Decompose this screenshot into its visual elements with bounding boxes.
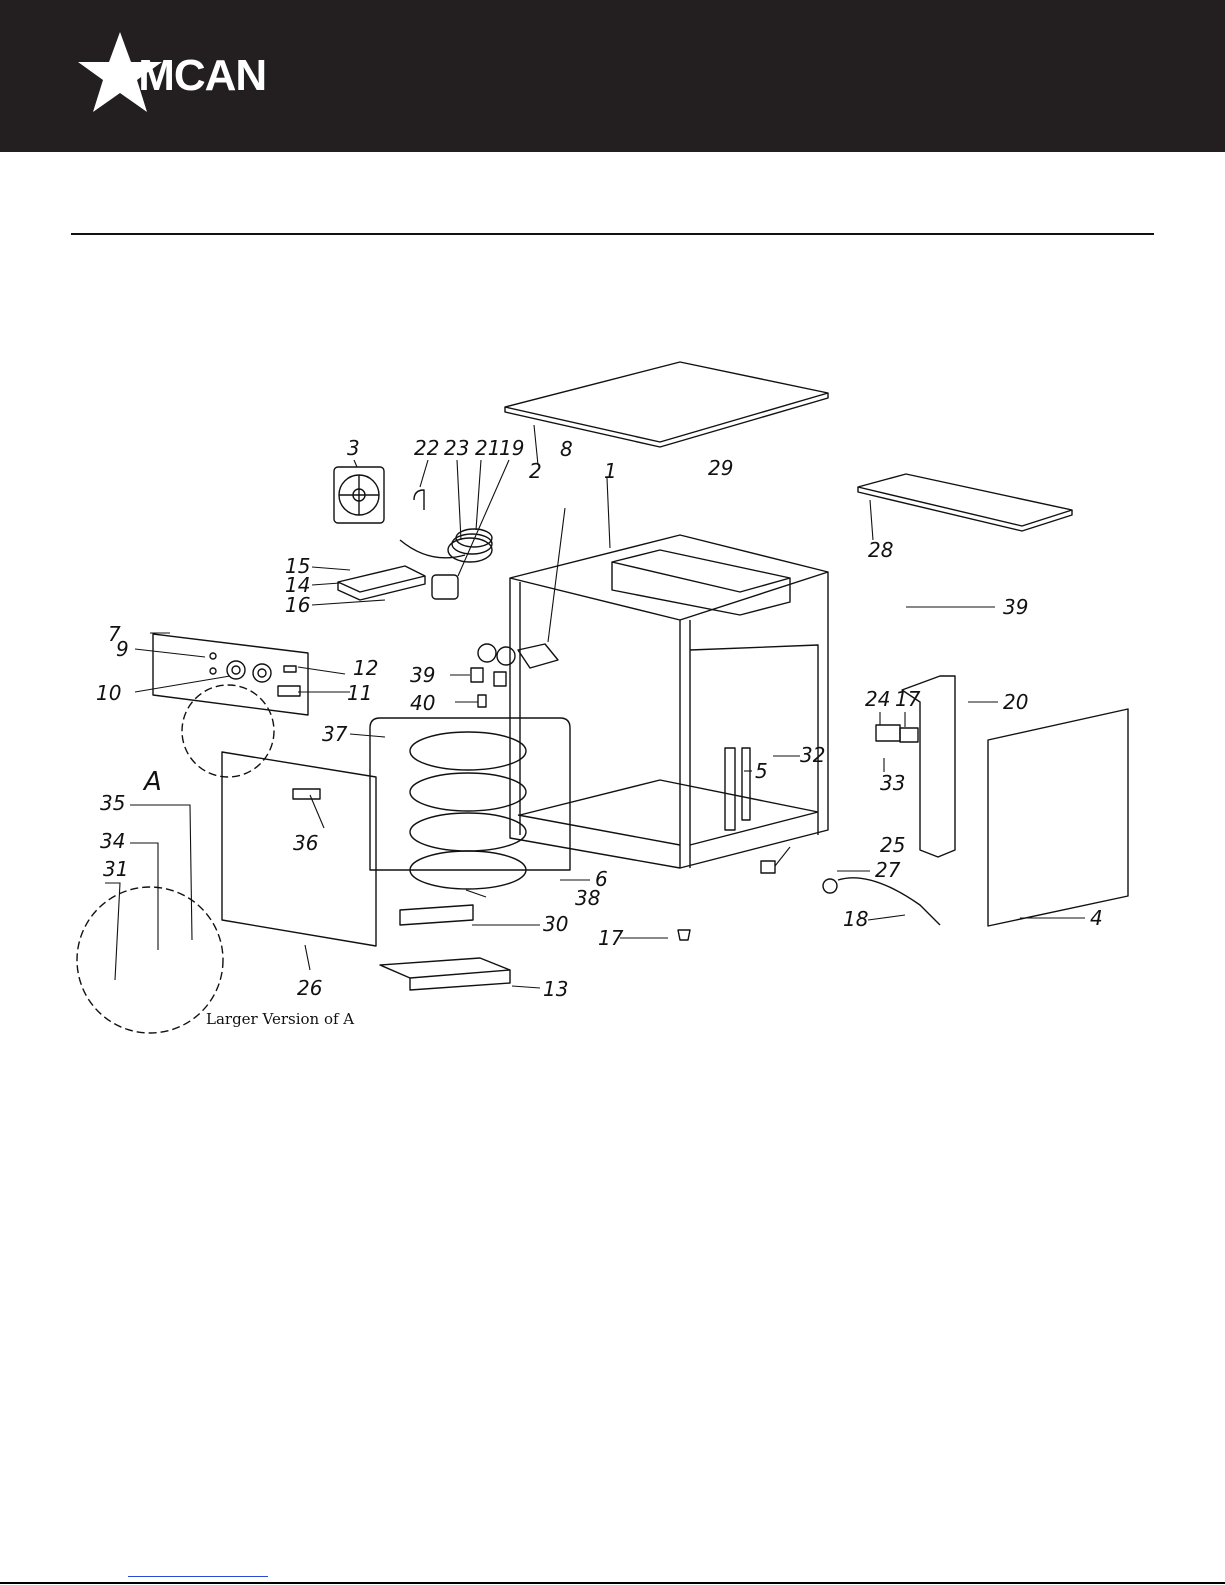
callout-10: 10: [96, 681, 121, 705]
callout-15: 15: [285, 554, 310, 578]
callout-25: 25: [880, 833, 905, 857]
footer-rule: [0, 1582, 1225, 1584]
exploded-parts-diagram: 1 2 3 4 5 6 7 8 9 10 11 12 13 14 15 16 1…: [0, 330, 1225, 1050]
footer-link-underline: [128, 1576, 268, 1577]
part-control-panel: [153, 634, 308, 715]
detail-label-a: A: [142, 767, 162, 797]
callout-35: 35: [100, 791, 125, 815]
callout-1: 1: [604, 459, 617, 483]
callout-26: 26: [297, 976, 322, 1000]
callout-3: 3: [347, 436, 360, 460]
callout-29: 29: [708, 456, 733, 480]
part-side-glass: [988, 709, 1128, 926]
callout-20: 20: [1003, 690, 1028, 714]
part-cabinet: [510, 535, 828, 620]
callout-28: 28: [868, 538, 893, 562]
callout-12: 12: [353, 656, 378, 680]
callout-37: 37: [322, 722, 348, 746]
callout-17b: 17: [598, 926, 624, 950]
callout-13: 13: [543, 977, 568, 1001]
detail-caption: Larger Version of A: [206, 1010, 354, 1028]
header-rule: [71, 233, 1154, 235]
header-bar: OMCAN: [0, 0, 1225, 152]
callout-24: 24: [865, 687, 890, 711]
callout-40: 40: [410, 691, 435, 715]
callout-23: 23: [444, 436, 469, 460]
callout-32: 32: [800, 743, 825, 767]
callout-8: 8: [560, 437, 573, 461]
callout-31: 31: [103, 857, 128, 881]
callout-16: 16: [285, 593, 310, 617]
callout-18: 18: [843, 907, 868, 931]
callout-19: 19: [499, 436, 524, 460]
callout-39a: 39: [1003, 595, 1028, 619]
callout-38: 38: [575, 886, 600, 910]
brand-name: OMCAN: [105, 54, 266, 98]
callout-22: 22: [414, 436, 439, 460]
callout-5: 5: [755, 759, 768, 783]
callout-9: 9: [116, 637, 129, 661]
callout-36: 36: [293, 831, 318, 855]
callout-33: 33: [880, 771, 905, 795]
callout-21: 21: [475, 436, 500, 460]
callout-2: 2: [529, 459, 542, 483]
callout-4: 4: [1090, 906, 1103, 930]
callout-11: 11: [347, 681, 372, 705]
part-rack: [370, 718, 570, 870]
callout-17a: 17: [895, 687, 921, 711]
callout-30: 30: [543, 912, 568, 936]
callout-39b: 39: [410, 663, 435, 687]
callout-27: 27: [875, 858, 901, 882]
callout-34: 34: [100, 829, 125, 853]
part-top-panel: [505, 362, 828, 442]
